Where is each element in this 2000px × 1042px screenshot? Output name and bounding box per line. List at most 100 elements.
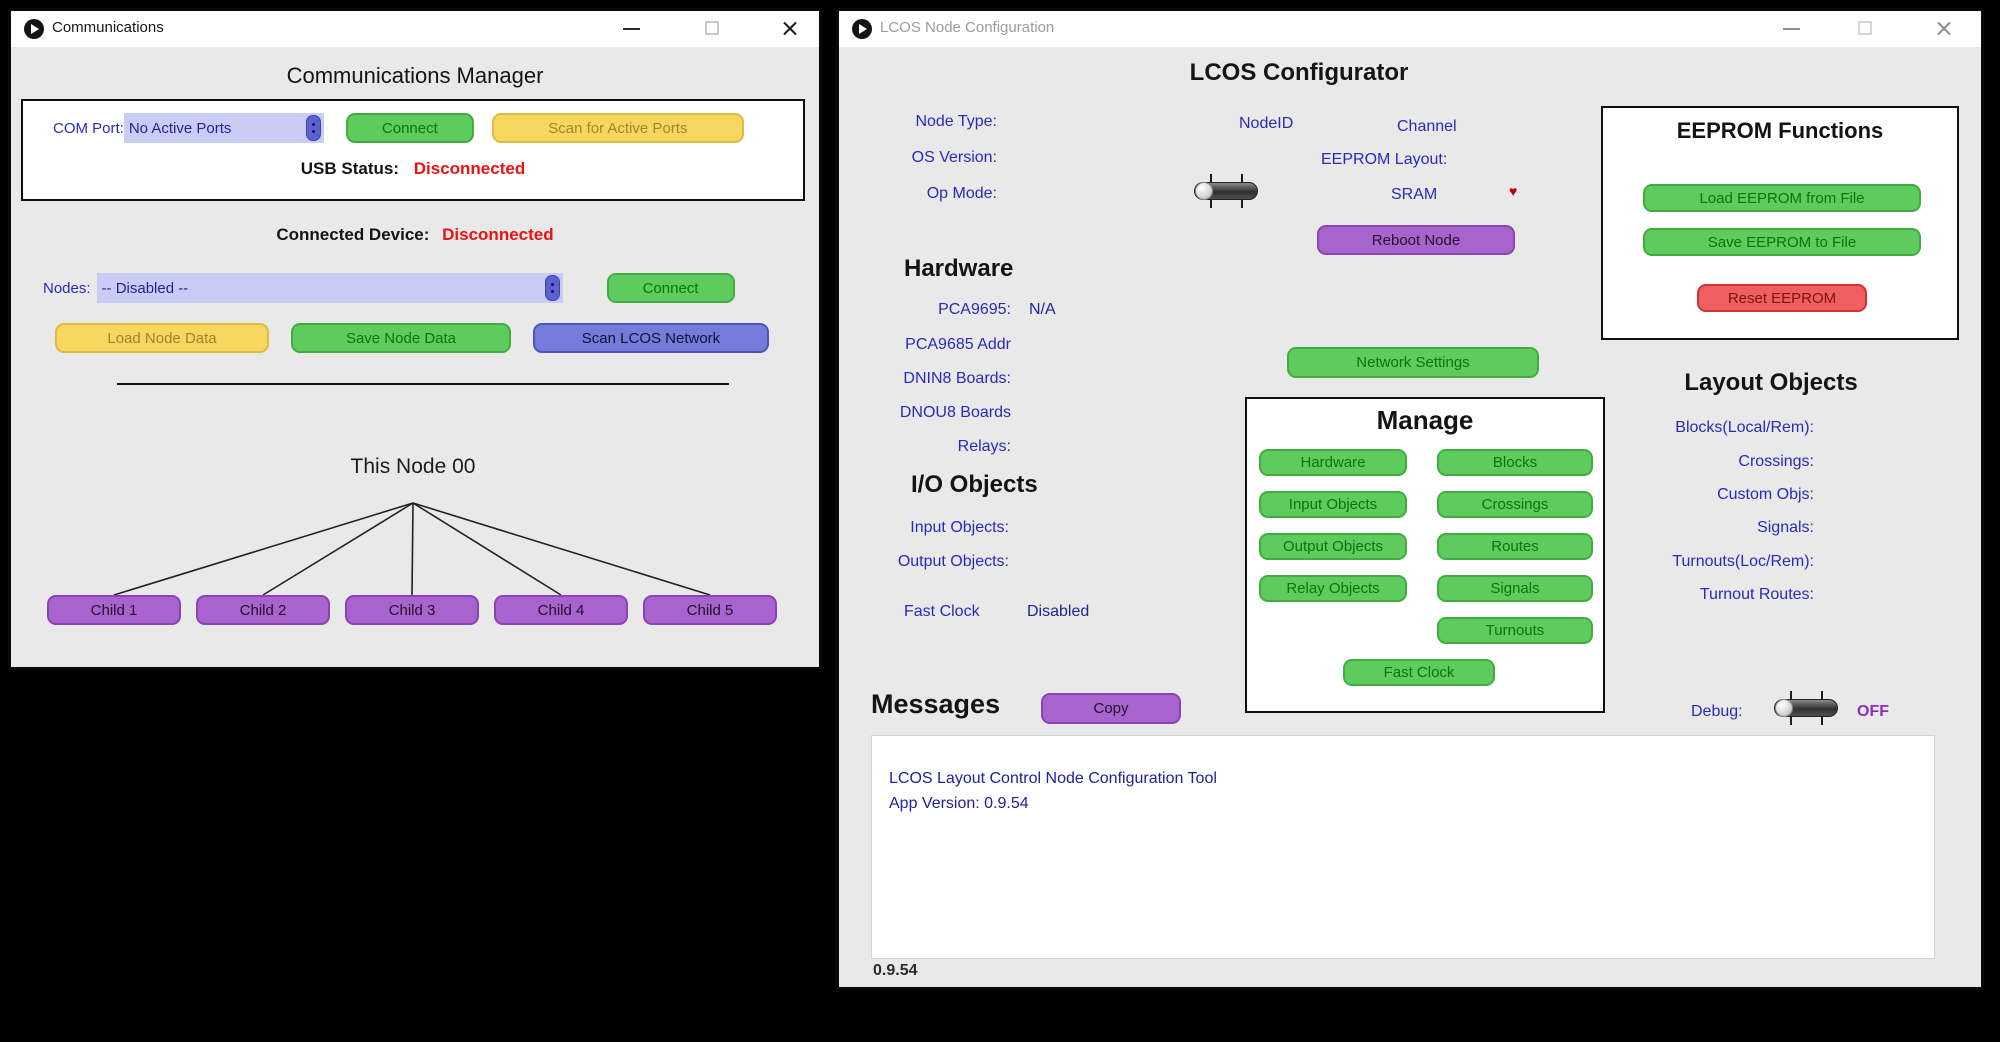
messages-heading: Messages [871, 689, 1001, 719]
page-title: LCOS Configurator [1189, 59, 1409, 86]
lcos-node-configuration-window: LCOS Node Configuration LCOS Configurato… [836, 8, 1984, 990]
load-node-data-button[interactable]: Load Node Data [55, 323, 269, 353]
manage-hardware-button[interactable]: Hardware [1259, 449, 1407, 476]
os-version-label: OS Version: [911, 149, 997, 166]
eeprom-functions-heading: EEPROM Functions [1676, 118, 1884, 143]
child-node-button[interactable]: Child 3 [345, 595, 479, 625]
fast-clock-value: Disabled [1027, 603, 1090, 620]
window-title: Communications [52, 19, 164, 36]
load-eeprom-button[interactable]: Load EEPROM from File [1643, 184, 1921, 212]
node-type-label: Node Type: [915, 113, 997, 130]
minimize-icon[interactable] [623, 28, 640, 30]
op-mode-toggle[interactable] [1194, 174, 1258, 208]
dnin8-boards-label: DNIN8 Boards: [903, 370, 1011, 387]
divider [117, 383, 729, 385]
window-title: LCOS Node Configuration [880, 19, 1055, 36]
child-node-button[interactable]: Child 1 [47, 595, 181, 625]
app-play-icon [852, 19, 872, 39]
reboot-node-button[interactable]: Reboot Node [1317, 225, 1515, 255]
message-line: LCOS Layout Control Node Configuration T… [889, 770, 1217, 787]
com-port-select[interactable]: No Active Ports [123, 113, 324, 143]
manage-input-objects-button[interactable]: Input Objects [1259, 491, 1407, 518]
nodes-value: -- Disabled -- [101, 279, 189, 297]
child-node-button[interactable]: Child 5 [643, 595, 777, 625]
usb-status-line: USB Status: Disconnected [23, 159, 803, 179]
title-bar: LCOS Node Configuration [839, 11, 1981, 47]
debug-toggle[interactable] [1774, 691, 1838, 725]
network-settings-button[interactable]: Network Settings [1287, 347, 1539, 378]
op-mode-label: Op Mode: [926, 185, 997, 202]
spinner-icon[interactable] [305, 115, 321, 141]
message-line: App Version: 0.9.54 [889, 795, 1029, 812]
scan-ports-button[interactable]: Scan for Active Ports [491, 113, 744, 143]
pca9695-label: PCA9695: [938, 301, 1011, 318]
app-version: 0.9.54 [873, 962, 918, 979]
messages-log[interactable]: LCOS Layout Control Node Configuration T… [871, 735, 1935, 959]
nodes-label: Nodes: [43, 279, 91, 297]
nodes-connect-button[interactable]: Connect [606, 273, 735, 303]
layout-objects-heading: Layout Objects [1684, 369, 1858, 396]
manage-signals-button[interactable]: Signals [1437, 575, 1593, 602]
fast-clock-label: Fast Clock [904, 603, 980, 620]
pca9685-addr-label: PCA9685 Addr [905, 336, 1011, 353]
com-port-group: COM Port: No Active Ports Connect Scan f… [21, 99, 805, 201]
manage-fast-clock-button[interactable]: Fast Clock [1343, 659, 1495, 686]
turnouts-loc-rem-label: Turnouts(Loc/Rem): [1672, 553, 1814, 570]
com-port-label: COM Port: [53, 119, 124, 137]
close-icon[interactable] [781, 20, 798, 37]
save-node-data-button[interactable]: Save Node Data [291, 323, 511, 353]
tree-root-label: This Node 00 [350, 455, 476, 478]
child-node-button[interactable]: Child 4 [494, 595, 628, 625]
signals-label: Signals: [1757, 519, 1814, 536]
close-icon[interactable] [1935, 20, 1952, 37]
hardware-heading: Hardware [904, 255, 1014, 282]
debug-value: OFF [1857, 703, 1889, 720]
page-title: Communications Manager [286, 63, 544, 88]
pca9695-value: N/A [1029, 301, 1056, 318]
io-objects-heading: I/O Objects [911, 471, 1038, 498]
manage-heading: Manage [1376, 405, 1474, 435]
scan-lcos-network-button[interactable]: Scan LCOS Network [533, 323, 769, 353]
manage-group: Manage Hardware Input Objects Output Obj… [1245, 397, 1605, 713]
connected-device-value: Disconnected [442, 225, 554, 244]
crossings-label: Crossings: [1738, 453, 1814, 470]
reset-eeprom-button[interactable]: Reset EEPROM [1697, 284, 1867, 312]
custom-objs-label: Custom Objs: [1717, 486, 1814, 503]
manage-output-objects-button[interactable]: Output Objects [1259, 533, 1407, 560]
eeprom-layout-label: EEPROM Layout: [1321, 151, 1448, 168]
dnou8-boards-label: DNOU8 Boards [899, 404, 1011, 421]
nodeid-label: NodeID [1239, 115, 1294, 132]
input-objects-label: Input Objects: [910, 519, 1009, 536]
child-node-button[interactable]: Child 2 [196, 595, 330, 625]
manage-blocks-button[interactable]: Blocks [1437, 449, 1593, 476]
usb-status-label: USB Status: [300, 159, 399, 178]
eeprom-functions-group: EEPROM Functions Load EEPROM from File S… [1601, 106, 1959, 340]
blocks-local-rem-label: Blocks(Local/Rem): [1675, 419, 1814, 436]
maximize-icon[interactable] [705, 21, 719, 35]
usb-status-value: Disconnected [413, 159, 526, 178]
com-connect-button[interactable]: Connect [345, 113, 474, 143]
relays-label: Relays: [957, 438, 1011, 455]
turnout-routes-label: Turnout Routes: [1699, 586, 1814, 603]
manage-turnouts-button[interactable]: Turnouts [1437, 617, 1593, 644]
minimize-icon[interactable] [1783, 28, 1800, 30]
channel-label: Channel [1397, 118, 1457, 135]
connected-device-label: Connected Device: [276, 225, 430, 244]
manage-crossings-button[interactable]: Crossings [1437, 491, 1593, 518]
connected-device-line: Connected Device: Disconnected [11, 225, 819, 245]
maximize-icon[interactable] [1858, 21, 1872, 35]
save-eeprom-button[interactable]: Save EEPROM to File [1643, 228, 1921, 256]
app-play-icon [24, 19, 44, 39]
title-bar: Communications [11, 11, 819, 47]
spinner-icon[interactable] [544, 275, 560, 301]
output-objects-label: Output Objects: [897, 553, 1009, 570]
heart-icon: ♥ [1509, 183, 1518, 199]
manage-routes-button[interactable]: Routes [1437, 533, 1593, 560]
communications-window: Communications Communications Manager CO… [8, 8, 822, 670]
copy-button[interactable]: Copy [1041, 693, 1181, 724]
com-port-value: No Active Ports [128, 119, 232, 137]
debug-label: Debug: [1691, 703, 1743, 720]
manage-relay-objects-button[interactable]: Relay Objects [1259, 575, 1407, 602]
nodes-select[interactable]: -- Disabled -- [96, 273, 563, 303]
